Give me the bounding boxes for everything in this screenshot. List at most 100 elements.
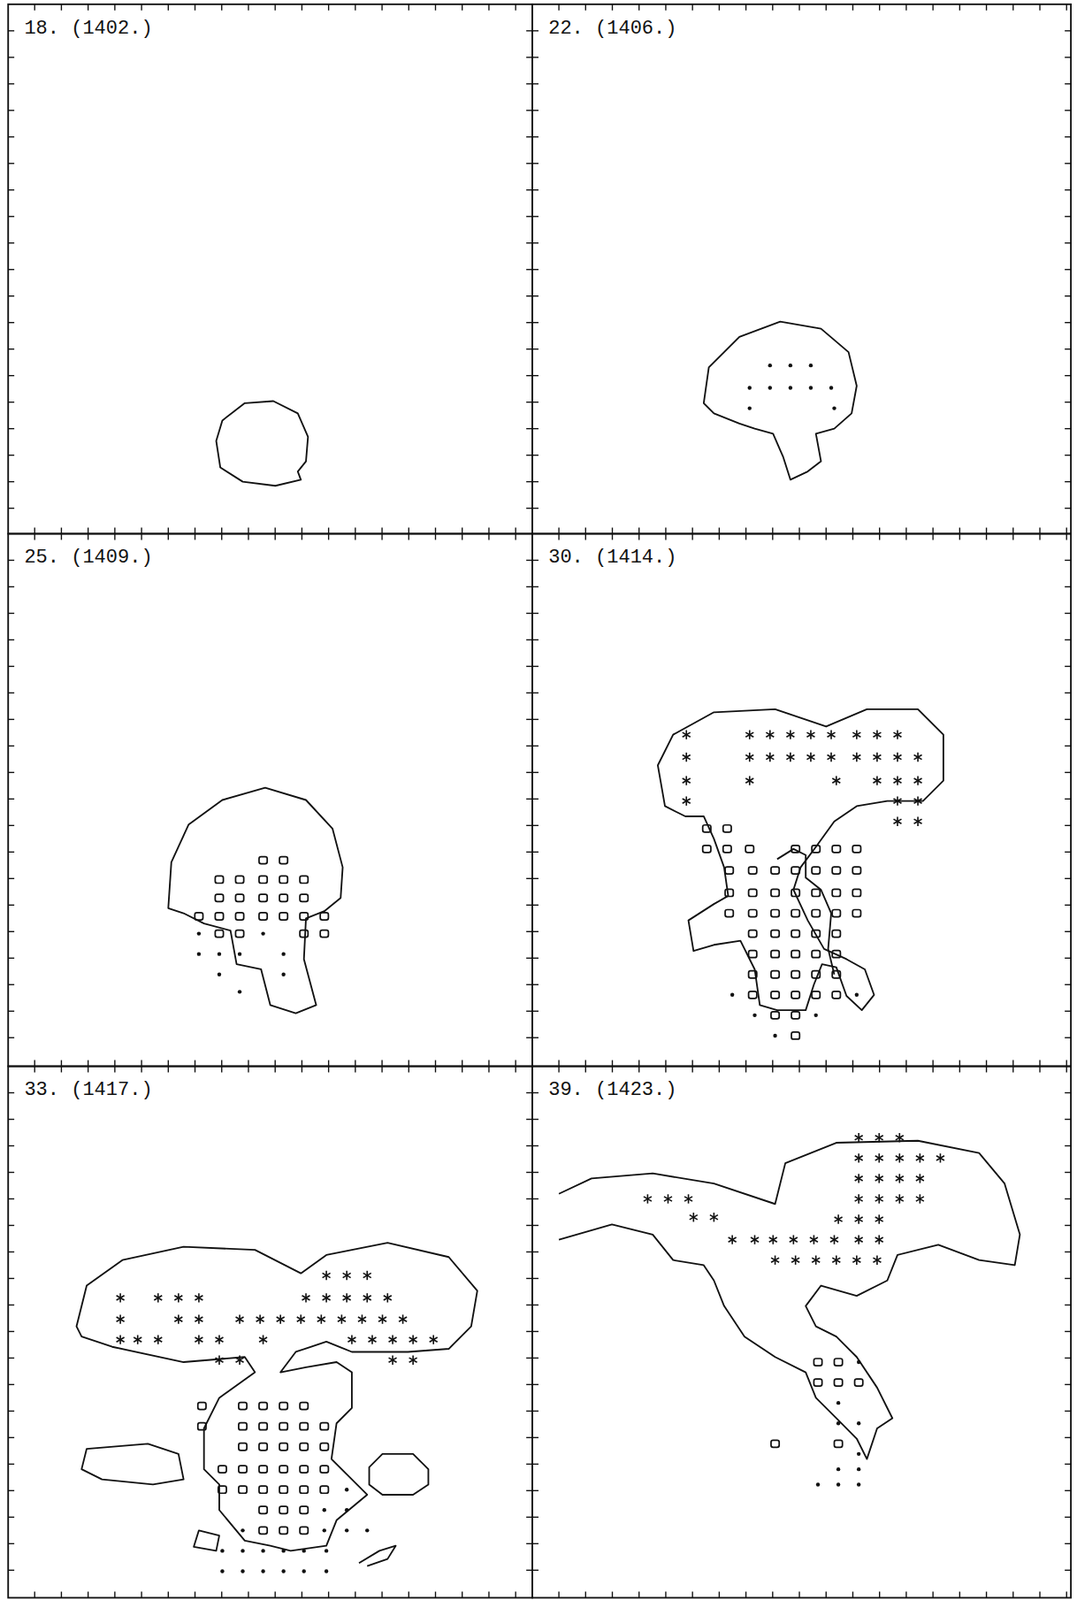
asterisk-stroke	[383, 1295, 392, 1300]
asterisk-stroke	[389, 1336, 398, 1342]
tick	[532, 824, 539, 826]
tick	[7, 718, 15, 720]
tick	[532, 162, 539, 164]
asterisk-symbol	[236, 1313, 245, 1323]
square-symbol	[320, 1485, 329, 1493]
asterisk-stroke	[358, 1316, 367, 1322]
tick	[532, 904, 539, 906]
tick	[691, 527, 693, 535]
square-symbol	[791, 970, 800, 978]
tick	[435, 1591, 436, 1598]
tick	[354, 1591, 356, 1598]
asterisk-stroke	[153, 1295, 162, 1300]
dot-symbol	[809, 363, 813, 367]
tick	[532, 931, 539, 932]
square-symbol	[723, 824, 732, 833]
asterisk-symbol	[710, 1212, 718, 1222]
square-symbol	[791, 950, 800, 958]
tick	[1064, 1251, 1071, 1253]
tick	[354, 527, 356, 535]
asterisk-stroke	[409, 1357, 418, 1362]
asterisk-stroke	[194, 1316, 203, 1322]
tick	[7, 612, 15, 614]
square-symbol	[279, 1422, 288, 1430]
tick	[532, 1330, 539, 1332]
asterisk-stroke	[256, 1316, 265, 1322]
tick	[461, 527, 463, 535]
tick	[745, 1591, 747, 1598]
tick	[798, 4, 800, 11]
asterisk-symbol	[367, 1334, 376, 1344]
tick	[532, 745, 539, 747]
tick	[526, 904, 533, 906]
asterisk-symbol	[855, 1153, 864, 1162]
tick	[532, 401, 539, 403]
tick	[825, 533, 827, 540]
asterisk-stroke	[367, 1336, 376, 1342]
tick	[1064, 189, 1071, 191]
dot-symbol	[240, 1527, 245, 1532]
tick	[328, 527, 329, 535]
dot-symbol	[855, 992, 859, 997]
square-symbol	[279, 875, 288, 883]
asterisk-stroke	[893, 818, 902, 824]
tick	[532, 692, 539, 694]
square-symbol	[259, 1526, 268, 1534]
tick	[7, 931, 15, 932]
tick	[718, 527, 720, 535]
square-symbol	[218, 1485, 227, 1493]
tick	[532, 454, 539, 456]
tick	[745, 527, 747, 535]
square-symbol	[791, 908, 800, 917]
tick	[532, 665, 539, 667]
tick	[526, 1436, 533, 1438]
square-symbol	[771, 888, 780, 896]
tick	[221, 1066, 222, 1073]
asterisk-stroke	[194, 1295, 203, 1300]
square-symbol	[259, 875, 268, 883]
tick	[7, 586, 15, 588]
tick	[526, 427, 533, 429]
square-symbol	[771, 1011, 780, 1019]
asterisk-stroke	[710, 1214, 718, 1220]
echo-contour	[703, 321, 857, 481]
tick	[7, 957, 15, 959]
asterisk-symbol	[832, 775, 841, 785]
tick	[1038, 4, 1040, 11]
square-symbol	[811, 888, 820, 896]
square-symbol	[811, 950, 820, 958]
echo-contour	[193, 1529, 220, 1551]
tick	[532, 1118, 539, 1120]
tick	[7, 1277, 15, 1279]
asterisk-stroke	[174, 1295, 183, 1300]
square-symbol	[748, 991, 757, 999]
asterisk-symbol	[682, 729, 691, 739]
tick	[354, 533, 356, 540]
tick	[7, 427, 15, 429]
dot-symbol	[856, 1359, 861, 1364]
tick	[7, 136, 15, 138]
asterisk-symbol	[765, 752, 774, 762]
tick	[905, 1591, 907, 1598]
tick	[691, 1591, 693, 1598]
asterisk-stroke	[771, 1257, 780, 1262]
tick	[7, 507, 15, 509]
tick	[7, 454, 15, 456]
square-symbol	[771, 866, 780, 874]
echo-contour	[558, 1140, 1020, 1459]
tick	[114, 1591, 115, 1598]
square-symbol	[299, 912, 308, 920]
tick	[194, 527, 196, 535]
tick	[526, 321, 533, 323]
asterisk-stroke	[852, 754, 861, 759]
tick	[526, 1198, 533, 1200]
panel-label: 30. (1414.)	[546, 547, 679, 569]
tick	[905, 527, 907, 535]
tick	[1064, 321, 1071, 323]
square-symbol	[832, 930, 841, 938]
tick	[771, 1066, 773, 1073]
tick	[532, 718, 539, 720]
tick	[7, 109, 15, 111]
square-symbol	[299, 1465, 308, 1473]
